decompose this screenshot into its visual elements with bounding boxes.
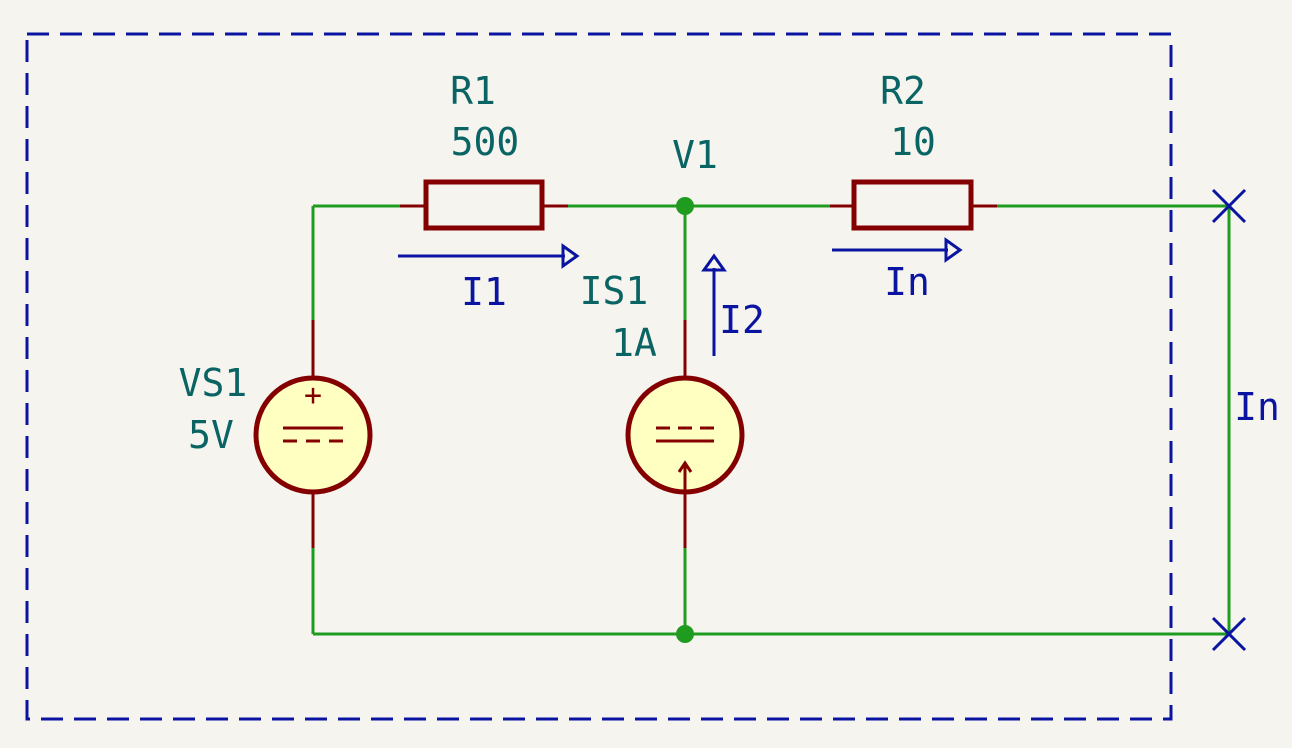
net-label-v1: V1 (672, 133, 718, 177)
r2-ref-label: R2 (880, 69, 926, 113)
current-label-in-r2: In (884, 260, 930, 304)
junction-v1 (676, 197, 694, 215)
is1-body (625, 375, 745, 495)
vs1-ref-label: VS1 (179, 361, 248, 405)
vs1-value-label: 5V (188, 413, 234, 457)
is1-value-label: 1A (611, 321, 657, 365)
current-arrow-icon (398, 243, 580, 269)
is1-ref-label: IS1 (580, 269, 649, 313)
current-source-is1[interactable] (625, 320, 745, 548)
current-label-in-port: In (1234, 385, 1280, 429)
current-label-i1: I1 (461, 270, 507, 314)
resistor-r1[interactable] (400, 179, 568, 231)
vs1-plus-sign: + (304, 378, 322, 413)
current-arrow-icon (832, 237, 963, 263)
voltage-source-vs1[interactable] (253, 320, 373, 548)
current-arrow-icon (701, 253, 727, 356)
dashed-boundary-box (25, 32, 1173, 721)
wires (311, 204, 1231, 636)
no-connect-x-icon (1211, 188, 1247, 224)
junction-bottom (676, 625, 694, 643)
vs1-body (253, 375, 373, 495)
current-label-i2: I2 (719, 298, 765, 342)
r1-value-label: 500 (451, 120, 520, 164)
resistor-r1-body (423, 179, 545, 231)
r1-ref-label: R1 (450, 69, 496, 113)
resistor-r2[interactable] (830, 179, 997, 231)
r2-value-label: 10 (890, 120, 936, 164)
no-connect-x-icon (1211, 616, 1247, 652)
resistor-r2-body (851, 179, 974, 231)
is1-arrow-icon (677, 460, 693, 490)
